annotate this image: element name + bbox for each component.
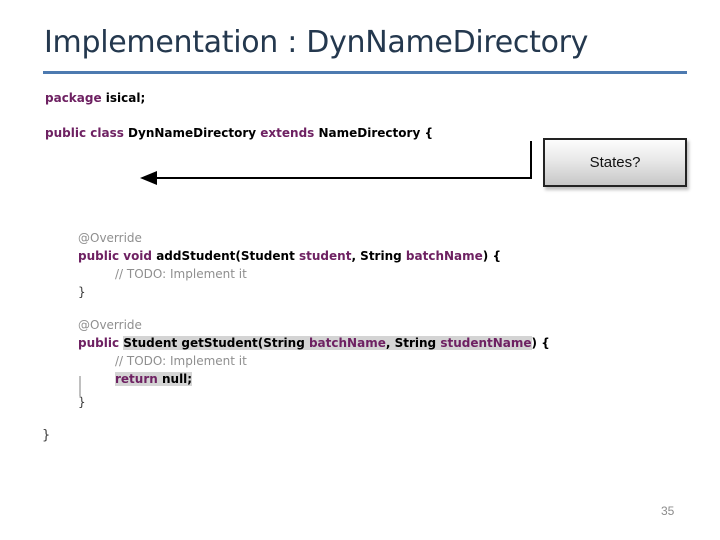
code-line-override: @Override (78, 231, 142, 245)
code-line-closing-brace: } (78, 395, 86, 409)
code-block-add-student: @Override public void addStudent(Student… (78, 229, 501, 301)
code-line-class-declaration: public class DynNameDirectory extends Na… (45, 126, 433, 140)
code-line-package: package isical; (45, 91, 146, 105)
code-line-getstudent-signature: public Student getStudent(String batchNa… (78, 336, 550, 350)
code-line-return-null: return null; (115, 372, 193, 386)
title-underline (43, 71, 687, 74)
code-line-todo-comment: // TODO: Implement it (115, 354, 247, 368)
arrowhead-left-icon (140, 171, 157, 185)
states-callout-label: States? (589, 154, 641, 171)
code-line-closing-brace: } (78, 285, 86, 299)
page-number: 35 (661, 504, 675, 518)
states-callout-box: States? (543, 138, 687, 187)
page-title: Implementation : DynNameDirectory (44, 25, 589, 60)
code-line-override: @Override (78, 318, 142, 332)
code-line-addstudent-signature: public void addStudent(Student student, … (78, 249, 501, 263)
code-line-todo-comment: // TODO: Implement it (115, 267, 247, 281)
selection-margin-line (79, 376, 81, 396)
code-line-class-closing-brace: } (42, 428, 51, 443)
code-block-get-student: @Override public Student getStudent(Stri… (78, 316, 550, 411)
